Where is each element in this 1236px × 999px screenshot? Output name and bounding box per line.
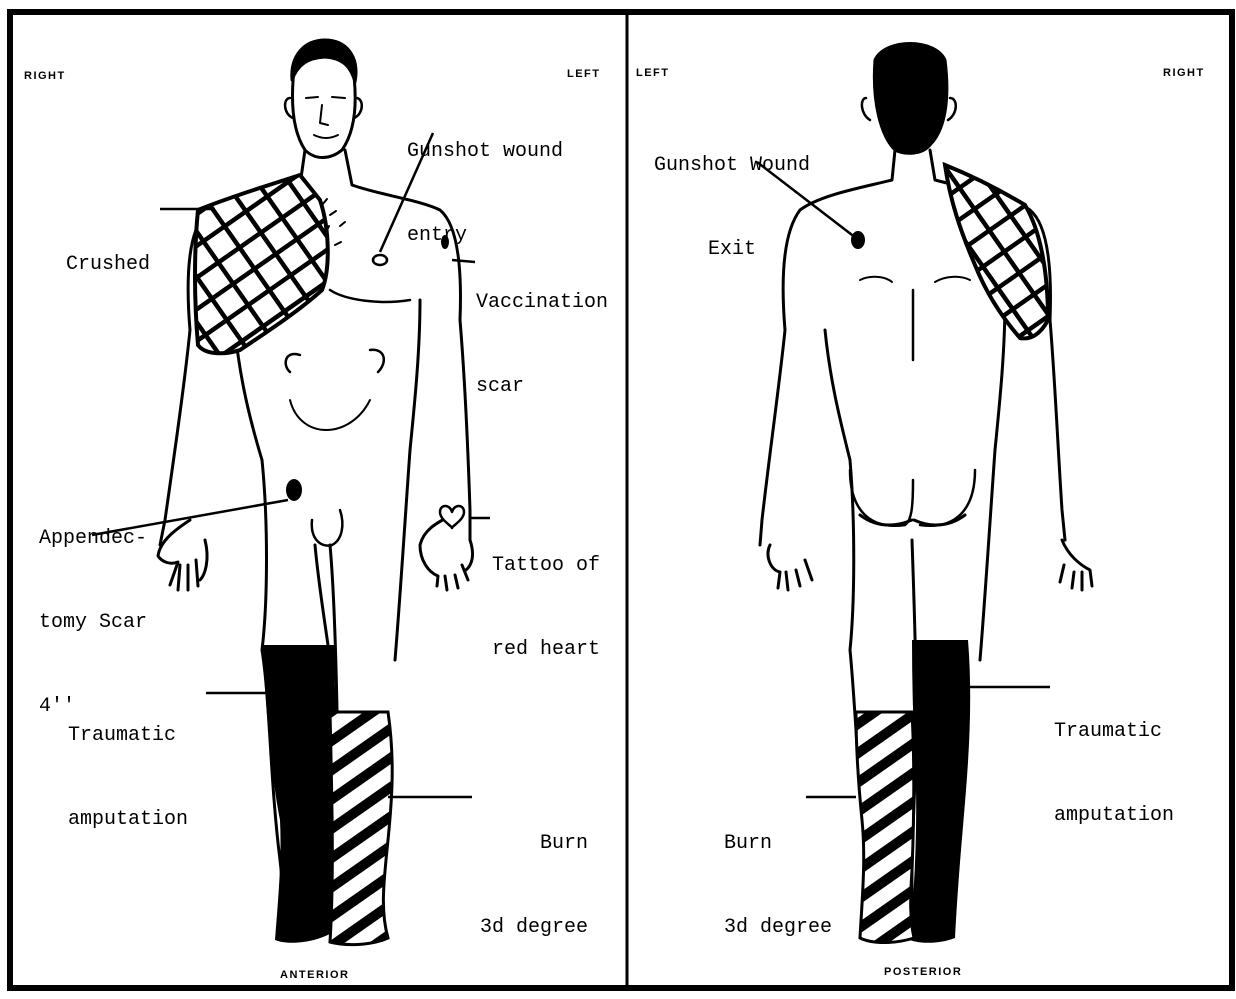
posterior-burn-region: [856, 712, 914, 943]
annotation-gunshot-exit: Gunshot Wound Exit: [654, 96, 810, 320]
anterior-left-label: LEFT: [567, 68, 601, 80]
annotation-crushed: Crushed: [66, 195, 150, 335]
posterior-left-label: LEFT: [636, 67, 670, 79]
annotation-line: red heart: [492, 636, 600, 664]
posterior-right-label: RIGHT: [1163, 67, 1205, 79]
anterior-crushed-region: [195, 175, 328, 353]
annotation-line: Burn: [724, 830, 832, 858]
annotation-line: Crushed: [66, 251, 150, 279]
posterior-crushed-region: [945, 165, 1048, 338]
annotation-anterior-burn: Burn 3d degree: [480, 774, 588, 998]
annotation-anterior-traumatic: Traumatic amputation: [68, 666, 188, 890]
outer-border: [10, 12, 1232, 988]
anterior-burn-region: [330, 712, 392, 945]
annotation-line: Burn: [480, 830, 588, 858]
annotation-line: Tattoo of: [492, 552, 600, 580]
annotation-line: Traumatic: [1054, 718, 1174, 746]
annotation-tattoo: Tattoo of red heart: [492, 496, 600, 720]
annotation-line: 3d degree: [480, 914, 588, 942]
annotation-line: amputation: [68, 806, 188, 834]
anterior-right-label: RIGHT: [24, 70, 66, 82]
annotation-line: 3d degree: [724, 914, 832, 942]
annotation-line: Gunshot wound: [407, 138, 563, 166]
annotation-line: Vaccination: [476, 289, 608, 317]
annotation-line: amputation: [1054, 802, 1174, 830]
posterior-amputation-region: [910, 640, 970, 943]
annotation-line: scar: [476, 373, 608, 401]
annotation-line: tomy Scar: [39, 609, 147, 637]
posterior-view-label: POSTERIOR: [884, 966, 962, 978]
annotation-line: Exit: [654, 236, 810, 264]
annotation-line: Traumatic: [68, 722, 188, 750]
annotation-posterior-burn: Burn 3d degree: [724, 774, 832, 998]
annotation-line: Gunshot Wound: [654, 152, 810, 180]
annotation-line: Appendec-: [39, 525, 147, 553]
anterior-view-label: ANTERIOR: [280, 969, 349, 981]
annotation-vaccination: Vaccination scar: [476, 233, 608, 457]
annotation-posterior-traumatic: Traumatic amputation: [1054, 662, 1174, 886]
